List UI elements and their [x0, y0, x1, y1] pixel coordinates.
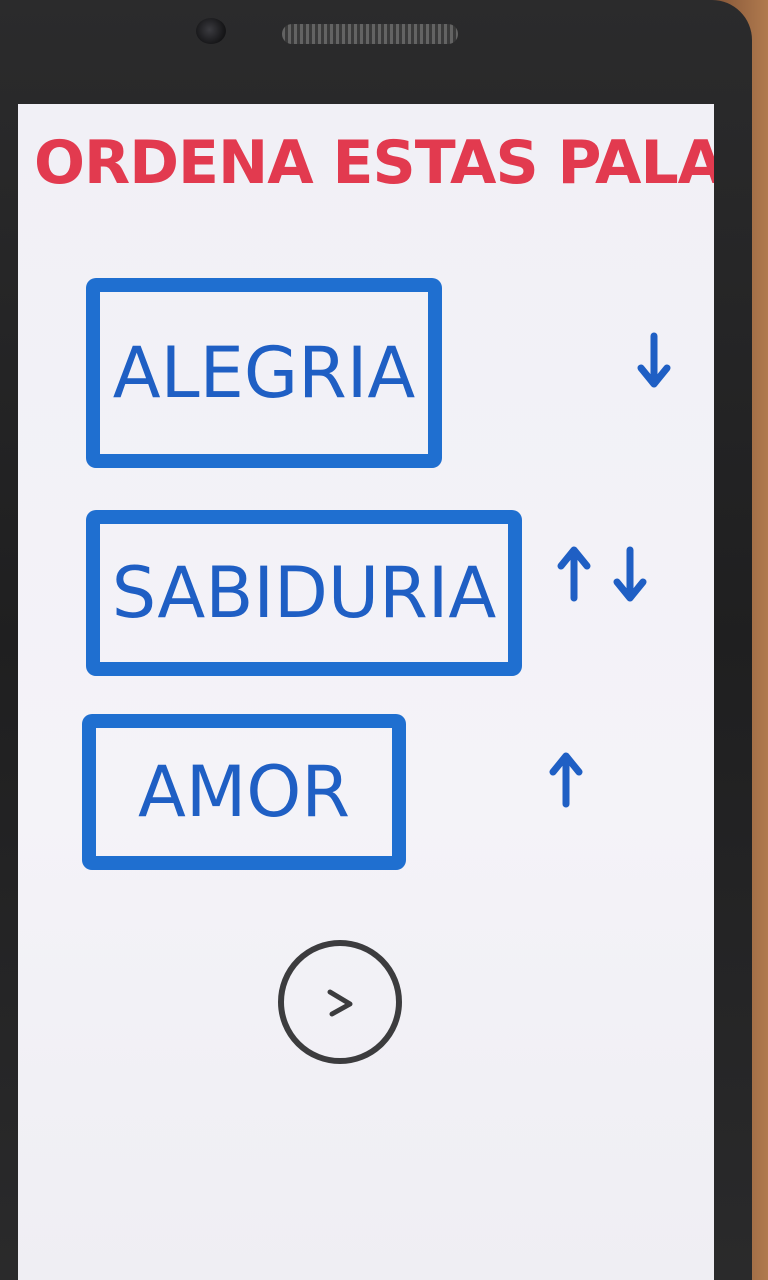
word-label: ALEGRIA: [112, 332, 416, 414]
next-button[interactable]: [278, 940, 402, 1064]
move-up-arrow-icon[interactable]: [548, 750, 584, 808]
word-label: AMOR: [137, 751, 351, 833]
move-down-arrow-icon[interactable]: [636, 332, 672, 390]
chevron-right-icon: [327, 989, 353, 1017]
word-card-sabiduria[interactable]: SABIDURIA: [86, 510, 522, 676]
word-card-alegria[interactable]: ALEGRIA: [86, 278, 442, 468]
move-up-arrow-icon[interactable]: [556, 544, 592, 602]
word-label: SABIDURIA: [111, 552, 497, 634]
app-screen: ORDENA ESTAS PALABRAS ALEGRIA SABIDURIA …: [18, 104, 714, 1280]
earpiece-speaker: [282, 24, 458, 44]
move-down-arrow-icon[interactable]: [612, 546, 648, 604]
front-camera: [196, 18, 226, 44]
page-title: ORDENA ESTAS PALABRAS: [34, 128, 714, 198]
phone-body: ORDENA ESTAS PALABRAS ALEGRIA SABIDURIA …: [0, 0, 752, 1280]
word-card-amor[interactable]: AMOR: [82, 714, 406, 870]
